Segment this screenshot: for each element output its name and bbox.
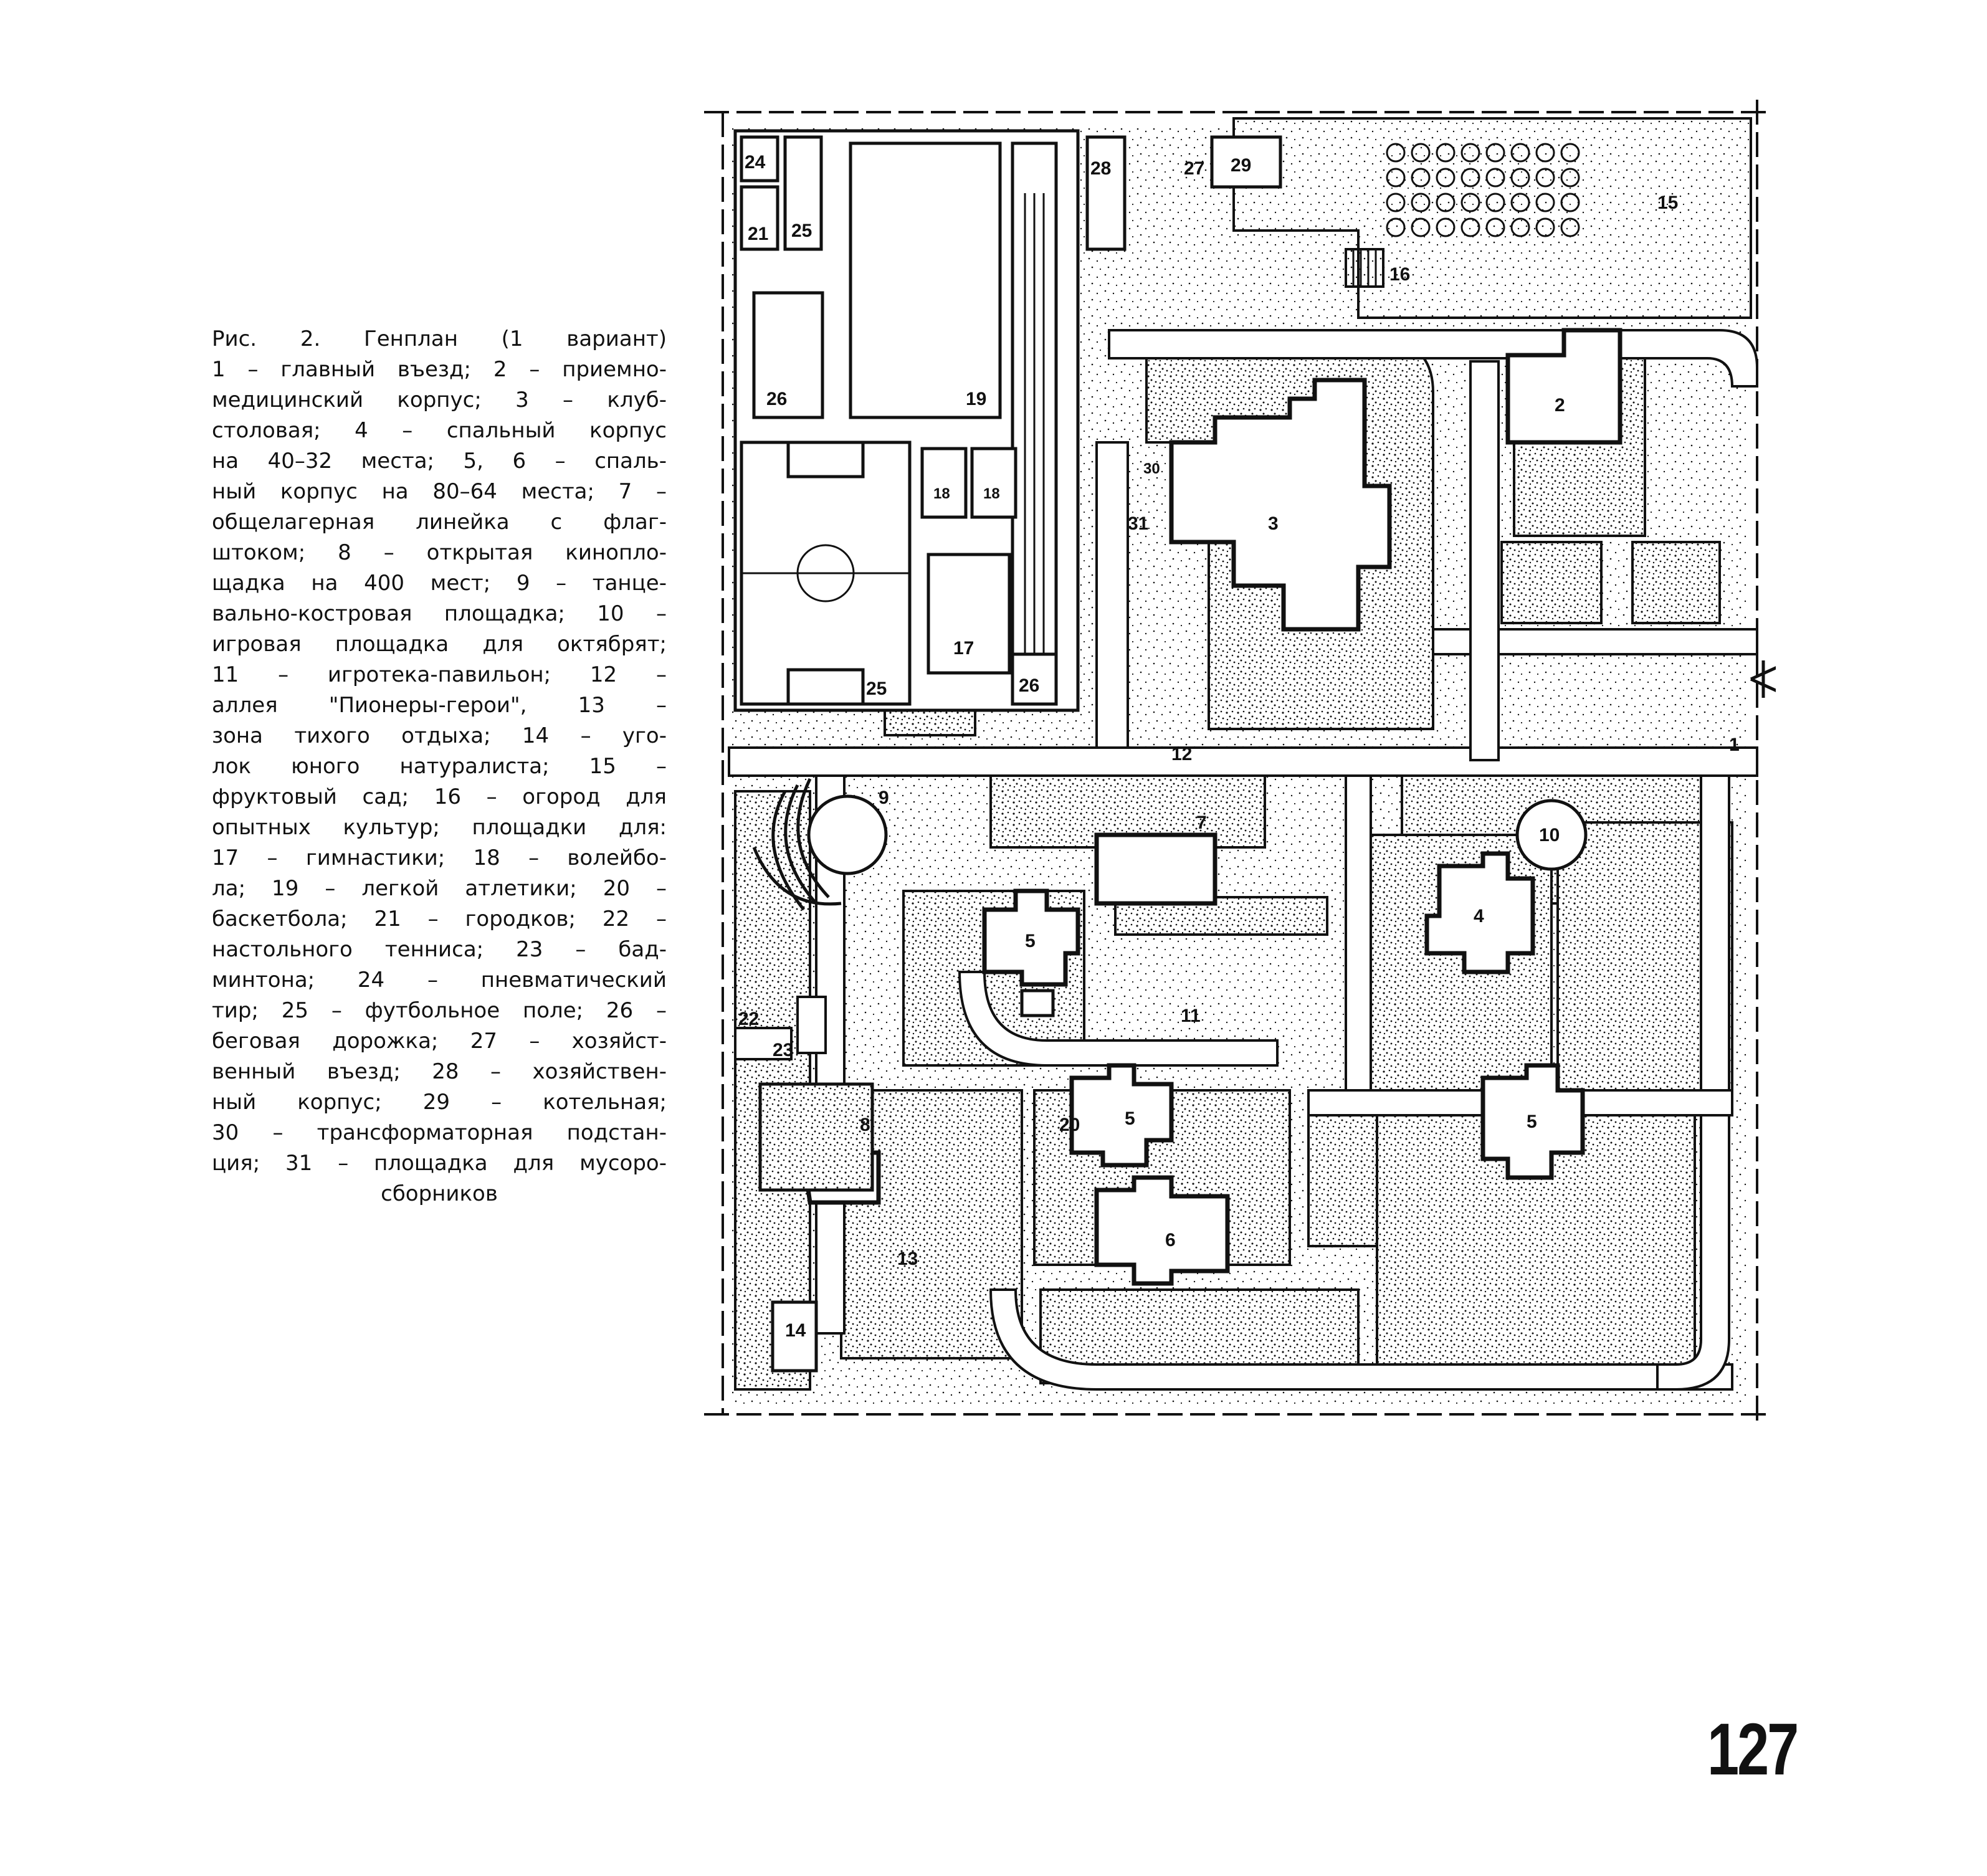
dance-campfire-area: [752, 778, 888, 911]
label-11: 11: [1181, 1006, 1201, 1026]
caption-line: игровая площадка для октябрят;: [212, 632, 667, 657]
caption-line: венный въезд; 28 – хозяйствен-: [212, 1059, 667, 1084]
label-3: 3: [1268, 513, 1279, 534]
label-18b: 18: [983, 485, 1000, 502]
caption-line: лок юного натуралиста; 15 –: [212, 754, 667, 779]
caption-line: столовая; 4 – спальный корпус: [212, 418, 667, 443]
label-23: 23: [773, 1040, 793, 1060]
caption-line: ный корпус на 80–64 места; 7 –: [212, 479, 667, 504]
label-8: 8: [860, 1115, 870, 1135]
label-4: 4: [1474, 906, 1484, 926]
label-1: 1: [1729, 735, 1740, 755]
label-2: 2: [1555, 395, 1565, 416]
label-24: 24: [745, 152, 766, 173]
caption-line: 17 – гимнастики; 18 – волейбо-: [212, 845, 667, 870]
orchard: [1345, 143, 1580, 288]
game-circle: [1515, 799, 1588, 871]
caption-line: 11 – игротека-павильон; 12 –: [212, 662, 667, 687]
caption-line: настольного тенниса; 23 – бад-: [212, 937, 667, 962]
caption-line: минтона; 24 – пневматический: [212, 968, 667, 993]
caption-line: фруктовый сад; 16 – огород для: [212, 784, 667, 809]
caption-line: 1 – главный въезд; 2 – приемно-: [212, 357, 667, 382]
label-10: 10: [1539, 825, 1560, 845]
caption-line: щадка на 400 мест; 9 – танце-: [212, 571, 667, 596]
roads: [728, 329, 1758, 1391]
site-plan-drawing: 1 2 3 4 5 5 5 6 7 8 9 10 11 12 13 14 15 …: [704, 100, 1776, 1421]
label-18a: 18: [933, 485, 950, 502]
label-17: 17: [953, 638, 974, 659]
caption-line: Рис. 2. Генплан (1 вариант): [212, 326, 667, 351]
label-5a: 5: [1025, 931, 1036, 951]
label-25a: 25: [791, 221, 812, 241]
label-20: 20: [1059, 1115, 1080, 1135]
label-16: 16: [1389, 264, 1410, 285]
caption-line: тир; 25 – футбольное поле; 26 –: [212, 998, 667, 1023]
label-9: 9: [879, 788, 889, 808]
sports-zone: [733, 129, 1080, 712]
caption-line: ный корпус; 29 – котельная;: [212, 1090, 667, 1115]
caption-line: баскетбола; 21 – городков; 22 –: [212, 907, 667, 931]
caption-line: аллея "Пионеры-герои", 13 –: [212, 693, 667, 718]
label-26a: 26: [766, 389, 787, 409]
label-28: 28: [1090, 158, 1111, 179]
caption-line: опытных культур; площадки для:: [212, 815, 667, 840]
caption-line: беговая дорожка; 27 – хозяйст-: [212, 1029, 667, 1054]
caption-line: медицинский корпус; 3 – клуб-: [212, 388, 667, 412]
caption-line: общелагерная линейка с флаг-: [212, 510, 667, 535]
plan-labels: 1 2 3 4 5 5 5 6 7 8 9 10 11 12 13 14 15 …: [738, 152, 1740, 1341]
label-19: 19: [966, 389, 986, 409]
figure-caption: Рис. 2. Генплан (1 вариант) 1 – главный …: [212, 324, 667, 1209]
label-5b: 5: [1125, 1108, 1135, 1129]
main-entrance-arrow: [1750, 660, 1776, 698]
label-14: 14: [785, 1320, 806, 1341]
label-13: 13: [897, 1249, 918, 1269]
label-15: 15: [1657, 193, 1678, 213]
label-26b: 26: [1019, 675, 1039, 696]
page-number: 127: [1707, 1708, 1799, 1791]
label-5c: 5: [1527, 1112, 1537, 1132]
label-6: 6: [1165, 1230, 1176, 1250]
label-29: 29: [1231, 155, 1251, 176]
buildings: [734, 135, 1622, 1373]
caption-line: зона тихого отдыха; 14 – уго-: [212, 723, 667, 748]
label-30: 30: [1143, 460, 1160, 477]
caption-line: ция; 31 – площадка для мусоро-: [212, 1151, 667, 1176]
caption-line: на 40–32 места; 5, 6 – спаль-: [212, 449, 667, 474]
label-22: 22: [738, 1009, 759, 1029]
caption-line: сборников: [381, 1181, 498, 1206]
label-7: 7: [1196, 812, 1207, 833]
caption-line: 30 – трансформаторная подстан-: [212, 1120, 667, 1145]
label-21: 21: [748, 224, 768, 244]
label-31: 31: [1128, 513, 1148, 534]
label-27: 27: [1184, 158, 1204, 179]
label-25b: 25: [866, 679, 887, 699]
label-12: 12: [1171, 744, 1192, 764]
caption-line: штоком; 8 – открытая кинопло-: [212, 540, 667, 565]
caption-line: ла; 19 – легкой атлетики; 20 –: [212, 876, 667, 901]
caption-line: вально-костровая площадка; 10 –: [212, 601, 667, 626]
